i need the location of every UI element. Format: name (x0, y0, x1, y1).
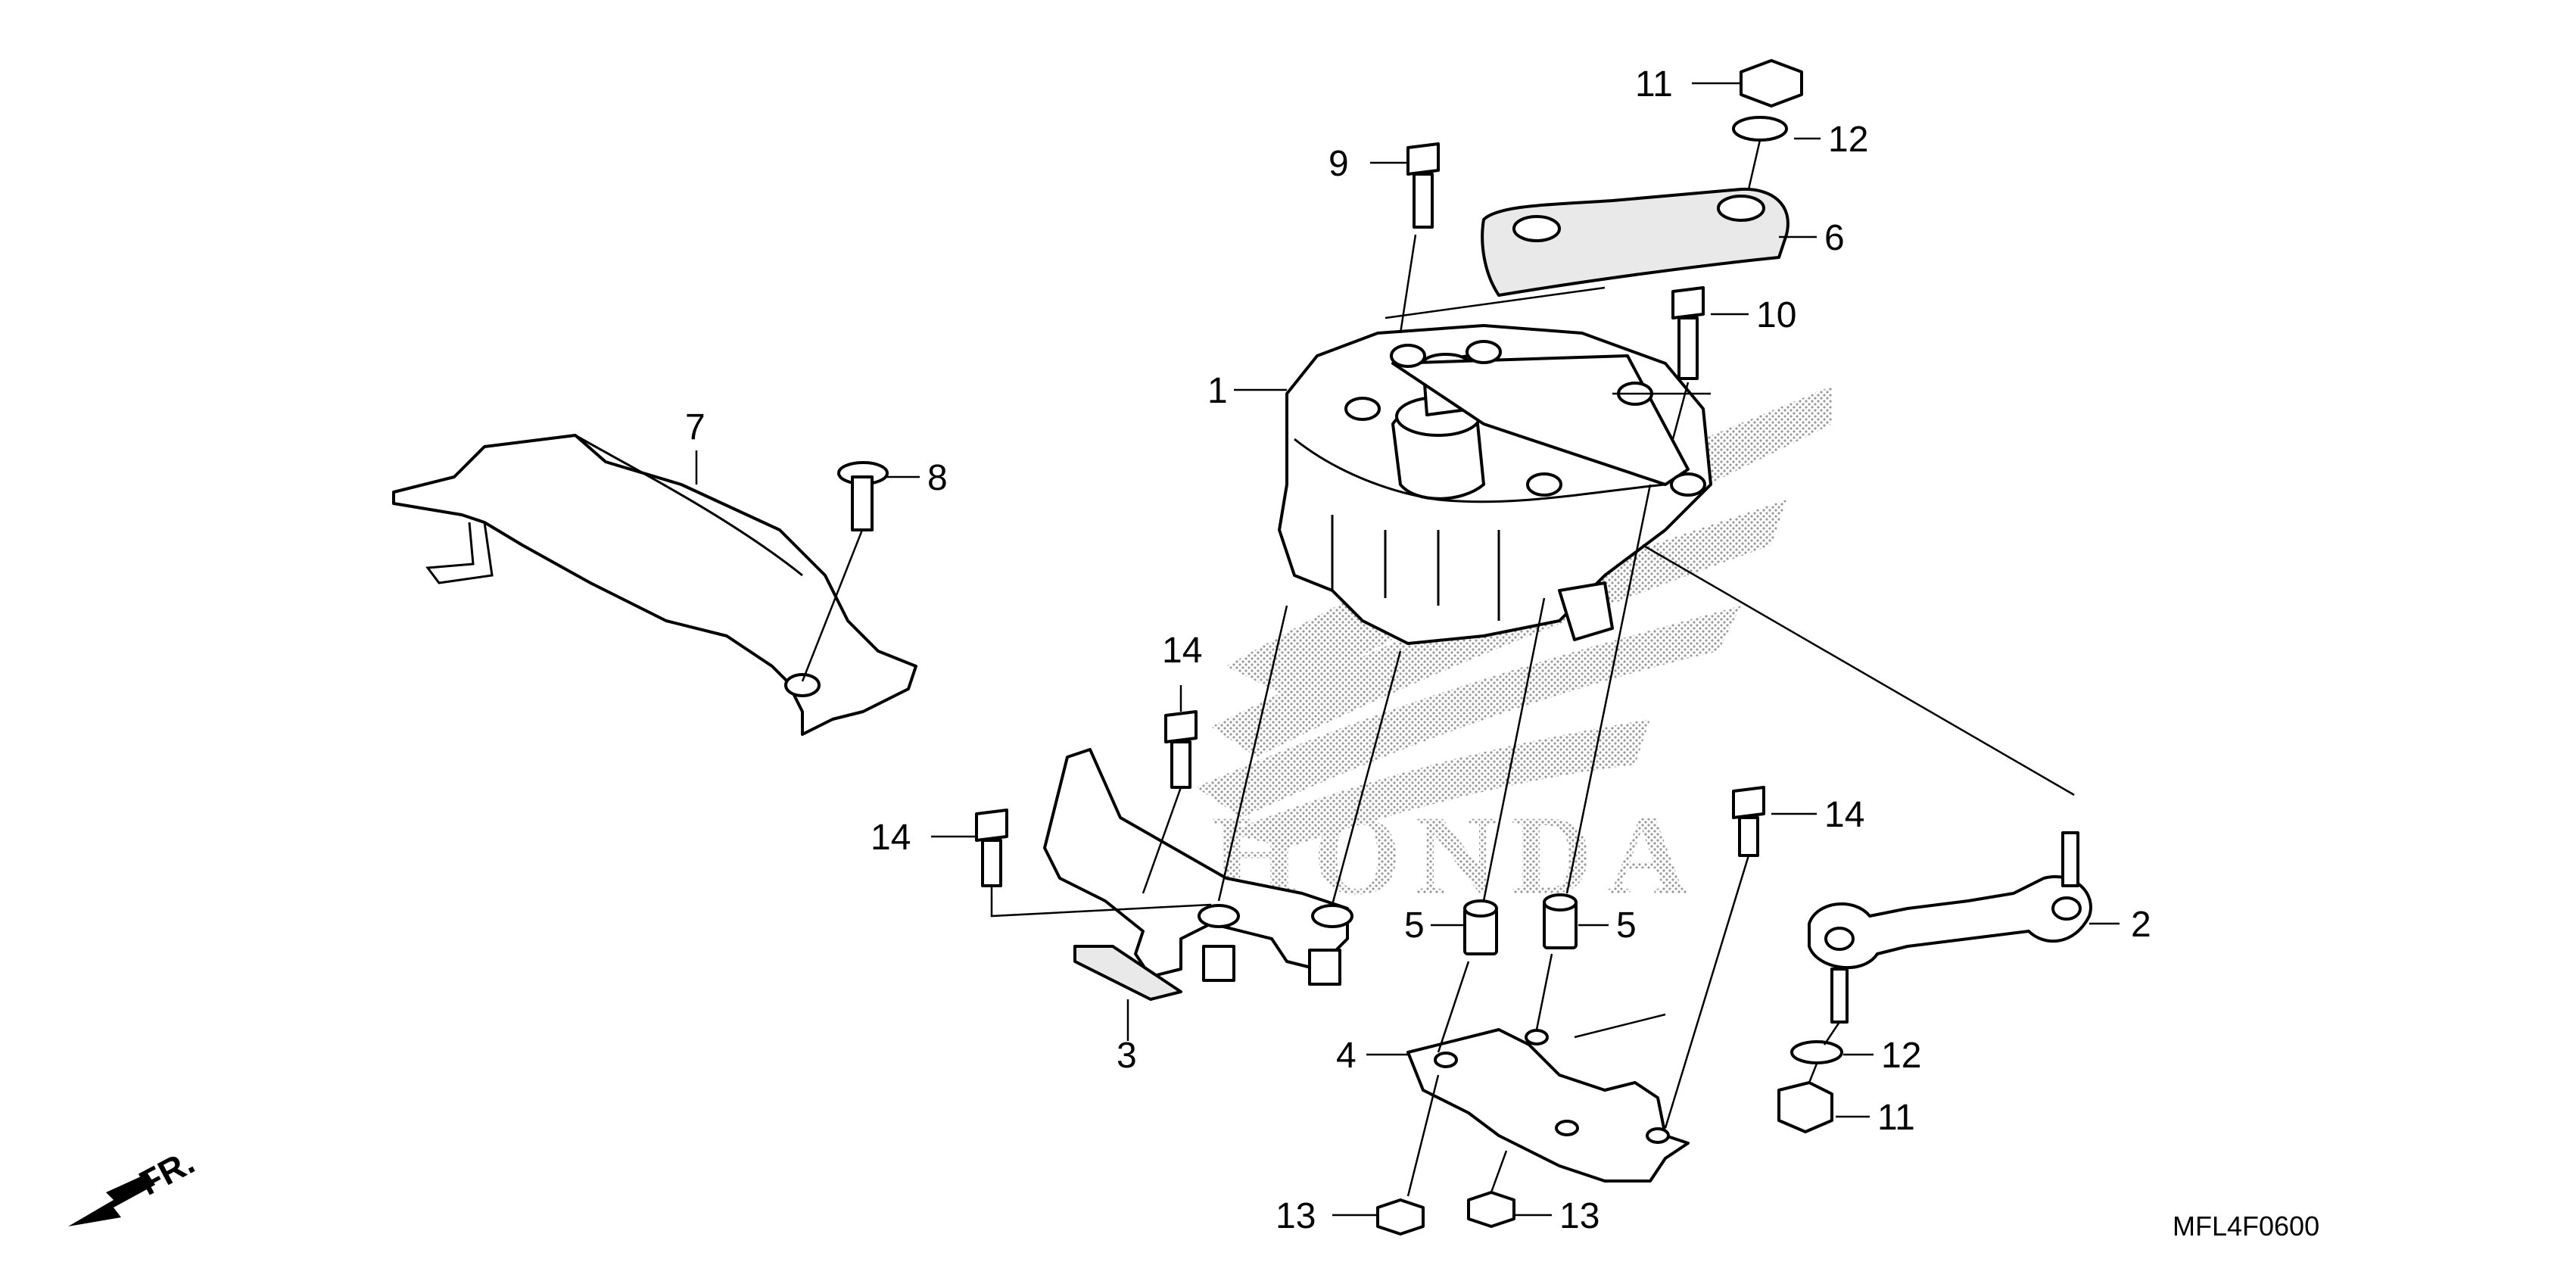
callout-9: 9 (1328, 144, 1349, 184)
front-arrow: FR. (68, 1142, 201, 1226)
callout-13-right: 13 (1559, 1196, 1599, 1236)
callout-2: 2 (2131, 905, 2151, 945)
part-2-tie-rod (1808, 831, 2092, 1024)
callout-7: 7 (685, 407, 706, 447)
front-arrow-label: FR. (132, 1142, 201, 1203)
callout-5-right: 5 (1616, 905, 1637, 946)
assembly-lines (801, 139, 2075, 1197)
callout-11-top: 11 (1635, 64, 1673, 104)
callout-3: 3 (1117, 1036, 1137, 1076)
callout-14-right: 14 (1824, 795, 1864, 835)
callout-12-bottom: 12 (1881, 1036, 1921, 1076)
front-arrow-icon (68, 1173, 155, 1226)
callout-11-bottom: 11 (1877, 1098, 1915, 1138)
part-3-bracket (1043, 748, 1353, 1001)
callout-leaders (695, 82, 2120, 1217)
callout-8: 8 (927, 458, 948, 498)
callout-5-left: 5 (1404, 905, 1425, 946)
fasteners (837, 59, 1843, 1236)
part-4-bracket (1406, 1028, 1690, 1183)
callout-1: 1 (1207, 371, 1228, 411)
diagram-code: MFL4F0600 (2173, 1211, 2319, 1242)
callout-14-top: 14 (1162, 631, 1202, 671)
part-7-bracket (392, 434, 917, 736)
callout-4: 4 (1336, 1036, 1357, 1076)
callout-labels: 1 2 3 4 5 5 6 7 8 9 10 11 11 12 12 13 13… (685, 64, 2151, 1236)
callout-12-top: 12 (1828, 120, 1868, 160)
callout-14-left: 14 (871, 818, 911, 858)
callout-10: 10 (1756, 295, 1796, 335)
part-5-collars (1463, 893, 1578, 955)
part-6-plate (1481, 187, 1789, 297)
callout-6: 6 (1824, 218, 1845, 258)
part-1-actuator (1278, 324, 1712, 645)
callout-13-left: 13 (1276, 1196, 1316, 1236)
